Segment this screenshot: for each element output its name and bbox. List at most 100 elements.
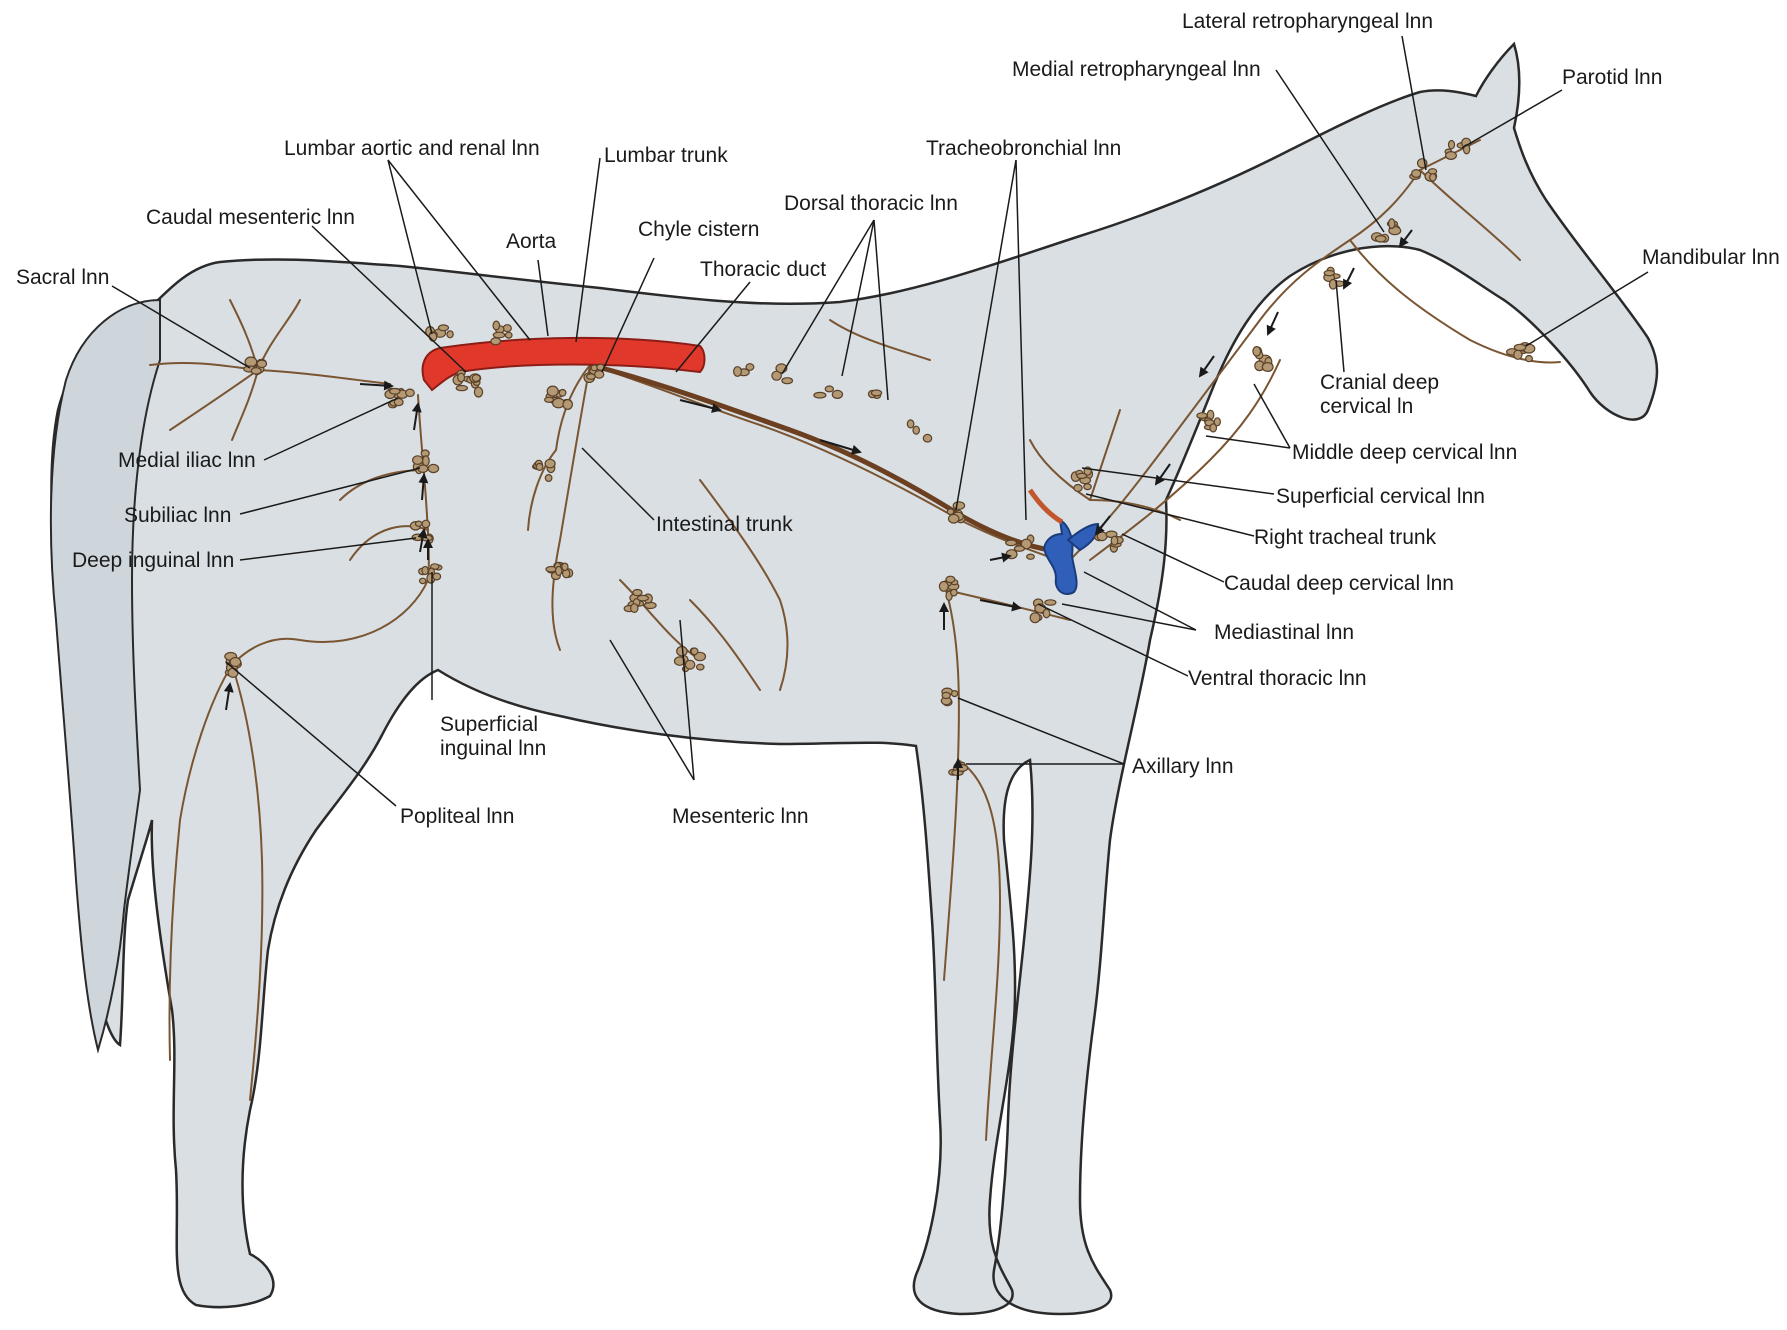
dorsal-thoracic-lymph-node xyxy=(923,434,931,442)
ventral-thoracic-lymph-node xyxy=(946,576,955,582)
caudal-deep-cervical-lymph-node xyxy=(1111,536,1118,545)
mandibular-lymph-node xyxy=(1526,356,1533,362)
middle-deep-cervical-lymph-node xyxy=(1262,363,1273,372)
mandibular-lymph-node xyxy=(1514,350,1522,359)
label-lateral-retropharyngeal: Lateral retropharyngeal lnn xyxy=(1182,10,1433,33)
label-mesenteric: Mesenteric lnn xyxy=(672,805,809,828)
dorsal-thoracic-lymph-node xyxy=(825,386,833,392)
superficial-inguinal-lymph-node xyxy=(420,578,426,583)
caudal-mesenteric-lymph-node xyxy=(458,373,465,382)
lumbar-aortic-lymph-node xyxy=(493,321,499,330)
mesenteric-lymph-node xyxy=(633,590,642,596)
superficial-inguinal-lymph-node xyxy=(422,567,428,575)
label-medial-retropharyngeal: Medial retropharyngeal lnn xyxy=(1012,58,1261,81)
label-mandibular: Mandibular lnn xyxy=(1642,246,1780,269)
dorsal-thoracic-lymph-node xyxy=(782,378,793,384)
sacral-lymph-node xyxy=(257,360,266,367)
label-middle-deep-cervical: Middle deep cervical lnn xyxy=(1292,441,1517,464)
lumbar-aortic-lymph-node xyxy=(439,325,449,331)
label-axillary: Axillary lnn xyxy=(1132,755,1234,778)
mesenteric-lymph-node xyxy=(685,660,694,669)
label-parotid: Parotid lnn xyxy=(1562,66,1662,89)
lumbar-aortic-lymph-node xyxy=(505,332,512,338)
axillary-lymph-node xyxy=(952,691,958,697)
mesenteric-lymph-node xyxy=(559,390,566,397)
tracheobronchial-lymph-node xyxy=(1027,554,1035,559)
chyle-cistern-node xyxy=(587,374,596,379)
label-cranial-deep-cervical-1: Cranial deep xyxy=(1320,371,1439,394)
middle-deep-cervical-lymph-node xyxy=(1253,347,1261,356)
subiliac-lymph-node xyxy=(423,456,430,466)
mediastinal-lymph-node xyxy=(1077,473,1087,478)
label-caudal-mesenteric: Caudal mesenteric lnn xyxy=(146,206,355,229)
lumbar-aortic-lymph-node xyxy=(493,332,504,338)
subiliac-lymph-node xyxy=(428,464,438,472)
label-subiliac: Subiliac lnn xyxy=(124,504,231,527)
subiliac-lymph-node xyxy=(413,456,423,465)
label-dorsal-thoracic: Dorsal thoracic lnn xyxy=(784,192,958,215)
label-right-tracheal-trunk: Right tracheal trunk xyxy=(1254,526,1437,549)
dorsal-thoracic-lymph-node xyxy=(832,390,842,398)
mesenteric-lymph-node xyxy=(536,463,543,470)
label-medial-iliac: Medial iliac lnn xyxy=(118,449,256,472)
lumbar-aortic-lymph-node xyxy=(491,338,501,345)
dorsal-thoracic-lymph-node xyxy=(746,364,754,371)
tracheobronchial-lymph-node xyxy=(953,502,964,510)
label-intestinal-trunk: Intestinal trunk xyxy=(656,513,793,536)
popliteal-lymph-node xyxy=(228,668,238,677)
mediastinal-lymph-node xyxy=(1074,485,1082,492)
mesenteric-lymph-node xyxy=(645,602,657,608)
ventral-thoracic-lymph-node xyxy=(951,589,958,596)
mesenteric-lymph-node xyxy=(556,566,562,575)
tracheobronchial-lymph-node xyxy=(1014,546,1024,551)
label-aorta: Aorta xyxy=(506,230,557,253)
middle-deep-cervical-lymph-node xyxy=(1197,413,1207,419)
label-mediastinal: Mediastinal lnn xyxy=(1214,621,1354,644)
mesenteric-lymph-node xyxy=(545,459,555,468)
mesenteric-lymph-node xyxy=(547,386,558,396)
dorsal-thoracic-lymph-node xyxy=(814,392,826,398)
mandibular-lymph-node xyxy=(1514,344,1525,350)
label-superficial-inguinal-1: Superficial xyxy=(440,713,538,736)
label-cranial-deep-cervical-2: cervical ln xyxy=(1320,395,1413,418)
medial-retropharyngeal-lymph-node xyxy=(1389,219,1395,229)
mesenteric-lymph-node xyxy=(691,648,698,655)
mesenteric-lymph-node xyxy=(631,604,638,613)
parotid-lymph-node xyxy=(1446,152,1457,160)
label-superficial-inguinal-2: inguinal lnn xyxy=(440,737,546,760)
axillary-lymph-node xyxy=(942,692,950,698)
lumbar-aortic-lymph-node xyxy=(447,331,453,338)
label-ventral-thoracic: Ventral thoracic lnn xyxy=(1188,667,1367,690)
parotid-lymph-node xyxy=(1449,141,1455,149)
dorsal-thoracic-lymph-node xyxy=(871,390,881,396)
lateral-retropharyngeal-lymph-node xyxy=(1430,174,1436,181)
mesenteric-lymph-node xyxy=(637,595,648,600)
label-thoracic-duct: Thoracic duct xyxy=(700,258,826,281)
label-lumbar-aortic-renal: Lumbar aortic and renal lnn xyxy=(284,137,540,160)
label-chyle-cistern: Chyle cistern xyxy=(638,218,759,241)
deep-inguinal-lymph-node xyxy=(416,521,422,526)
medial-iliac-lymph-node xyxy=(390,389,400,395)
dorsal-thoracic-lymph-node xyxy=(913,426,919,434)
mediastinal-lymph-node xyxy=(1030,613,1040,623)
label-popliteal: Popliteal lnn xyxy=(400,805,514,828)
medial-retropharyngeal-lymph-node xyxy=(1376,236,1386,242)
sacral-lymph-node xyxy=(251,368,261,374)
middle-deep-cervical-lymph-node xyxy=(1214,418,1220,426)
mesenteric-lymph-node xyxy=(562,563,568,570)
lumbar-aortic-lymph-node xyxy=(474,387,482,397)
lumbar-aortic-lymph-node xyxy=(503,325,511,332)
tracheobronchial-lymph-node xyxy=(1006,540,1017,546)
caudal-mesenteric-lymph-node xyxy=(472,375,480,382)
dorsal-thoracic-lymph-node xyxy=(734,367,742,377)
caudal-deep-cervical-lymph-node xyxy=(1097,532,1107,541)
mediastinal-lymph-node xyxy=(1045,600,1056,605)
deep-inguinal-lymph-node xyxy=(422,520,430,527)
mesenteric-lymph-node xyxy=(563,400,572,410)
label-lumbar-trunk: Lumbar trunk xyxy=(604,144,728,167)
popliteal-lymph-node xyxy=(230,658,241,667)
cranial-deep-cervical-lymph-node xyxy=(1324,271,1334,276)
label-deep-inguinal: Deep inguinal lnn xyxy=(72,549,234,572)
